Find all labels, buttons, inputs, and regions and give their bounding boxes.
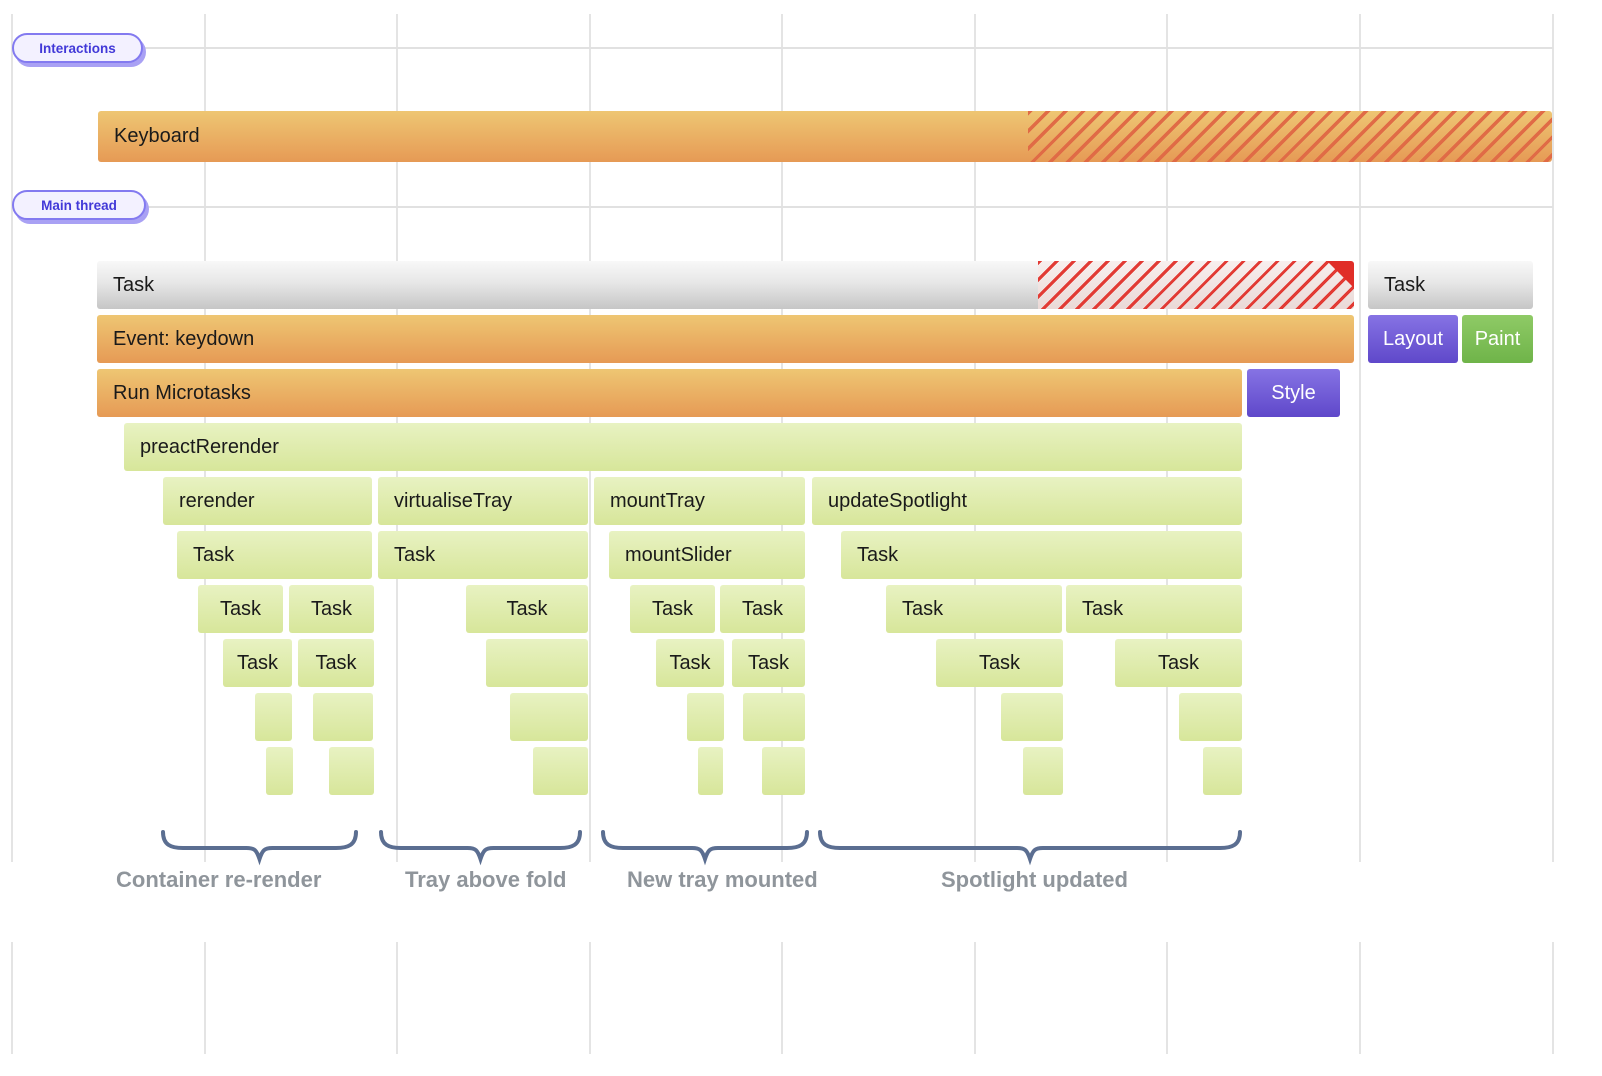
annotation-container-rerender: Container re-render [116,867,322,892]
brace-container-rerender [161,830,358,866]
task-bar[interactable] [533,747,588,795]
annotation-band [0,862,1602,942]
task-bar[interactable] [266,747,293,795]
annotation-spotlight-updated: Spotlight updated [941,867,1128,892]
task-bar[interactable]: Task [630,585,715,633]
task-bar[interactable] [743,693,805,741]
style-bar[interactable]: Style [1247,369,1340,417]
long-task-warning-triangle [1327,261,1354,288]
brace-new-tray-mounted [601,830,809,866]
task-bar[interactable]: Task [841,531,1242,579]
task-bar[interactable]: Task [936,639,1063,687]
task-long-hatch [1038,261,1354,309]
task-bar[interactable] [1179,693,1242,741]
task-bar[interactable] [255,693,292,741]
track-pill-interactions[interactable]: Interactions [12,33,143,63]
layout-bar[interactable]: Layout [1368,315,1458,363]
task-bar[interactable] [698,747,723,795]
interaction-keyboard-bar[interactable]: Keyboard [98,111,1552,162]
keyboard-pending-hatch [1028,111,1552,162]
task-bar[interactable]: Task [298,639,374,687]
task-bar[interactable] [1023,747,1063,795]
annotation-tray-above-fold: Tray above fold [405,867,567,892]
task-bar[interactable] [1001,693,1063,741]
preact-rerender-bar[interactable]: preactRerender [124,423,1242,471]
keyboard-label: Keyboard [114,125,200,147]
task-bar[interactable]: Task [177,531,372,579]
brace-spotlight-updated [818,830,1242,866]
task-bar[interactable]: Task [223,639,292,687]
task-bar[interactable] [762,747,805,795]
run-microtasks-bar[interactable]: Run Microtasks [97,369,1242,417]
task-bar[interactable]: Task [656,639,724,687]
task-bar[interactable] [329,747,374,795]
track-line-main-thread [12,206,1553,208]
task-bar[interactable]: Task [198,585,283,633]
brace-tray-above-fold [379,830,582,866]
task-bar[interactable]: Task [1066,585,1242,633]
task-bar[interactable] [1203,747,1242,795]
second-task-bar[interactable]: Task [1368,261,1533,309]
paint-bar[interactable]: Paint [1462,315,1533,363]
mount-slider-bar[interactable]: mountSlider [609,531,805,579]
task-bar[interactable]: Task [1115,639,1242,687]
task-bar[interactable]: Task [732,639,805,687]
task-bar[interactable]: Task [466,585,588,633]
gridline [1552,14,1554,1054]
main-task-bar[interactable]: Task [97,261,1354,309]
task-bar[interactable] [687,693,724,741]
update-spotlight-bar[interactable]: updateSpotlight [812,477,1242,525]
rerender-bar[interactable]: rerender [163,477,372,525]
gridline [11,14,13,1054]
task-bar[interactable]: Task [886,585,1062,633]
gridline [589,14,591,1054]
annotation-new-tray-mounted: New tray mounted [627,867,818,892]
task-bar[interactable] [313,693,373,741]
task-bar[interactable]: Task [720,585,805,633]
task-bar[interactable]: Task [289,585,374,633]
task-bar[interactable] [510,693,588,741]
gridline [1359,14,1361,1054]
virtualise-tray-bar[interactable]: virtualiseTray [378,477,588,525]
mount-tray-bar[interactable]: mountTray [594,477,805,525]
track-line-interactions [12,47,1553,49]
task-bar[interactable] [486,639,588,687]
track-pill-main-thread[interactable]: Main thread [12,190,146,220]
event-keydown-bar[interactable]: Event: keydown [97,315,1354,363]
task-bar[interactable]: Task [378,531,588,579]
task-label: Task [113,274,155,296]
